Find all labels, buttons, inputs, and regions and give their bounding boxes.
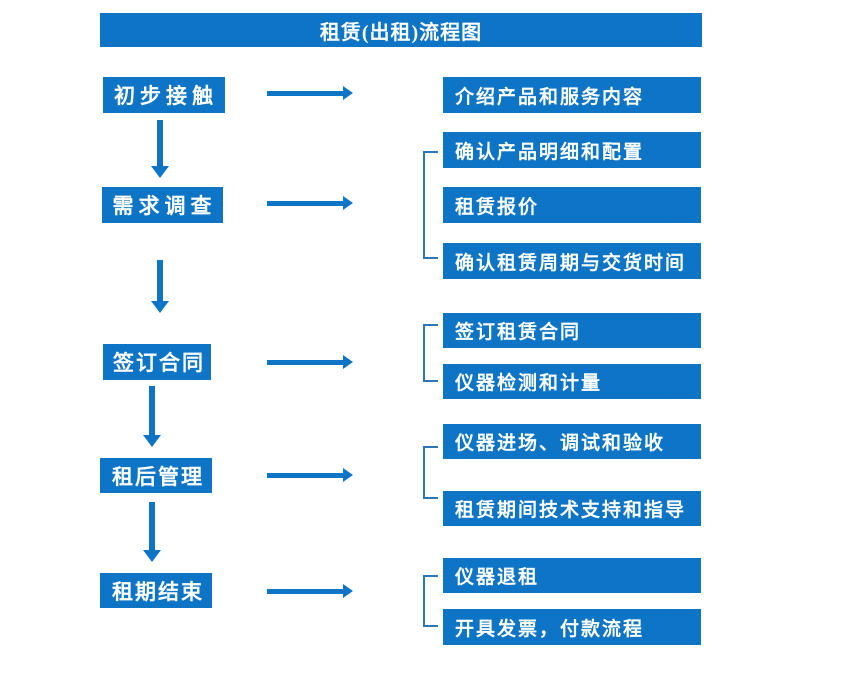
arrow-head-icon bbox=[343, 86, 353, 100]
arrow-right-3 bbox=[267, 355, 353, 369]
arrow-shaft bbox=[267, 588, 343, 594]
arrow-down-2 bbox=[151, 260, 169, 313]
arrow-head-icon bbox=[151, 301, 169, 313]
detail-box-instrument-entry: 仪器进场、调试和验收 bbox=[443, 424, 701, 459]
detail-box-instrument-inspection: 仪器检测和计量 bbox=[443, 364, 701, 399]
arrow-head-icon bbox=[143, 550, 161, 562]
arrow-down-1 bbox=[151, 120, 169, 178]
arrow-head-icon bbox=[343, 196, 353, 210]
arrow-right-4 bbox=[267, 468, 353, 482]
arrow-head-icon bbox=[151, 166, 169, 178]
arrow-head-icon bbox=[343, 584, 353, 598]
arrow-down-4 bbox=[143, 502, 161, 562]
arrow-shaft bbox=[157, 260, 163, 301]
stage-box-post-rental-management: 租后管理 bbox=[100, 458, 212, 493]
arrow-right-5 bbox=[267, 584, 353, 598]
arrow-shaft bbox=[149, 502, 155, 550]
arrow-head-icon bbox=[143, 435, 161, 447]
detail-box-technical-support: 租赁期间技术支持和指导 bbox=[443, 491, 701, 526]
arrow-shaft bbox=[149, 386, 155, 435]
stage-box-demand-survey: 需求调查 bbox=[102, 187, 223, 223]
arrow-shaft bbox=[157, 120, 163, 166]
arrow-right-1 bbox=[267, 86, 353, 100]
detail-box-introduce-products: 介绍产品和服务内容 bbox=[443, 77, 701, 113]
detail-box-confirm-rental-period: 确认租赁周期与交货时间 bbox=[443, 243, 701, 279]
flowchart-title: 租赁(出租)流程图 bbox=[100, 13, 702, 47]
detail-box-invoice-payment: 开具发票，付款流程 bbox=[443, 609, 701, 645]
bracket-group-demand-survey bbox=[423, 151, 438, 259]
stage-box-rental-end: 租期结束 bbox=[100, 573, 212, 608]
bracket-group-rental-end bbox=[423, 575, 438, 627]
arrow-shaft bbox=[267, 90, 343, 96]
arrow-shaft bbox=[267, 472, 343, 478]
arrow-head-icon bbox=[343, 355, 353, 369]
detail-box-rental-quote: 租赁报价 bbox=[443, 187, 701, 223]
bracket-group-post-rental bbox=[423, 446, 438, 499]
detail-box-sign-rental-contract: 签订租赁合同 bbox=[443, 313, 701, 348]
arrow-shaft bbox=[267, 359, 343, 365]
arrow-down-3 bbox=[143, 386, 161, 447]
arrow-shaft bbox=[267, 200, 343, 206]
detail-box-confirm-product-details: 确认产品明细和配置 bbox=[443, 132, 701, 168]
arrow-right-2 bbox=[267, 196, 353, 210]
arrow-head-icon bbox=[343, 468, 353, 482]
stage-box-initial-contact: 初步接触 bbox=[103, 77, 225, 113]
detail-box-instrument-return: 仪器退租 bbox=[443, 558, 701, 593]
stage-box-sign-contract: 签订合同 bbox=[103, 344, 211, 380]
bracket-group-sign-contract bbox=[423, 324, 438, 382]
